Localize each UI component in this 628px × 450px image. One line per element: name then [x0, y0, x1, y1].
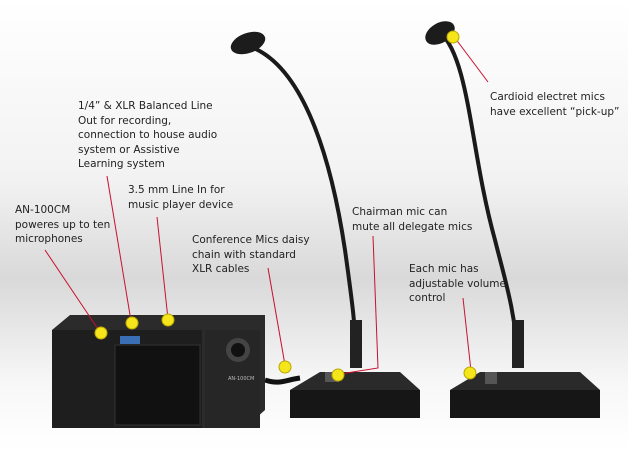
device-label: AN-100CM: [228, 376, 254, 382]
callout-chairman: Chairman mic can mute all delegate mics: [352, 206, 473, 233]
an-100cm-speaker: AN-100CM: [52, 315, 265, 428]
delegate-microphone: [425, 21, 600, 418]
chairman-microphone: [230, 31, 420, 418]
callout-lines: [44, 37, 489, 375]
callout-power: AN-100CM poweres up to ten microphones: [15, 204, 111, 245]
callout-daisy-chain: Conference Mics daisy chain with standar…: [192, 234, 310, 275]
callout-line-in: 3.5 mm Line In for music player device: [128, 184, 234, 211]
callout-dots: [94, 30, 477, 382]
xlr-cable: [264, 375, 301, 385]
callout-volume: Each mic has adjustable volume control: [409, 263, 506, 304]
callout-line-out: 1/4” & XLR Balanced Line Out for recordi…: [78, 100, 218, 170]
callout-cardioid: Cardioid electret mics have excellent “p…: [490, 91, 620, 118]
